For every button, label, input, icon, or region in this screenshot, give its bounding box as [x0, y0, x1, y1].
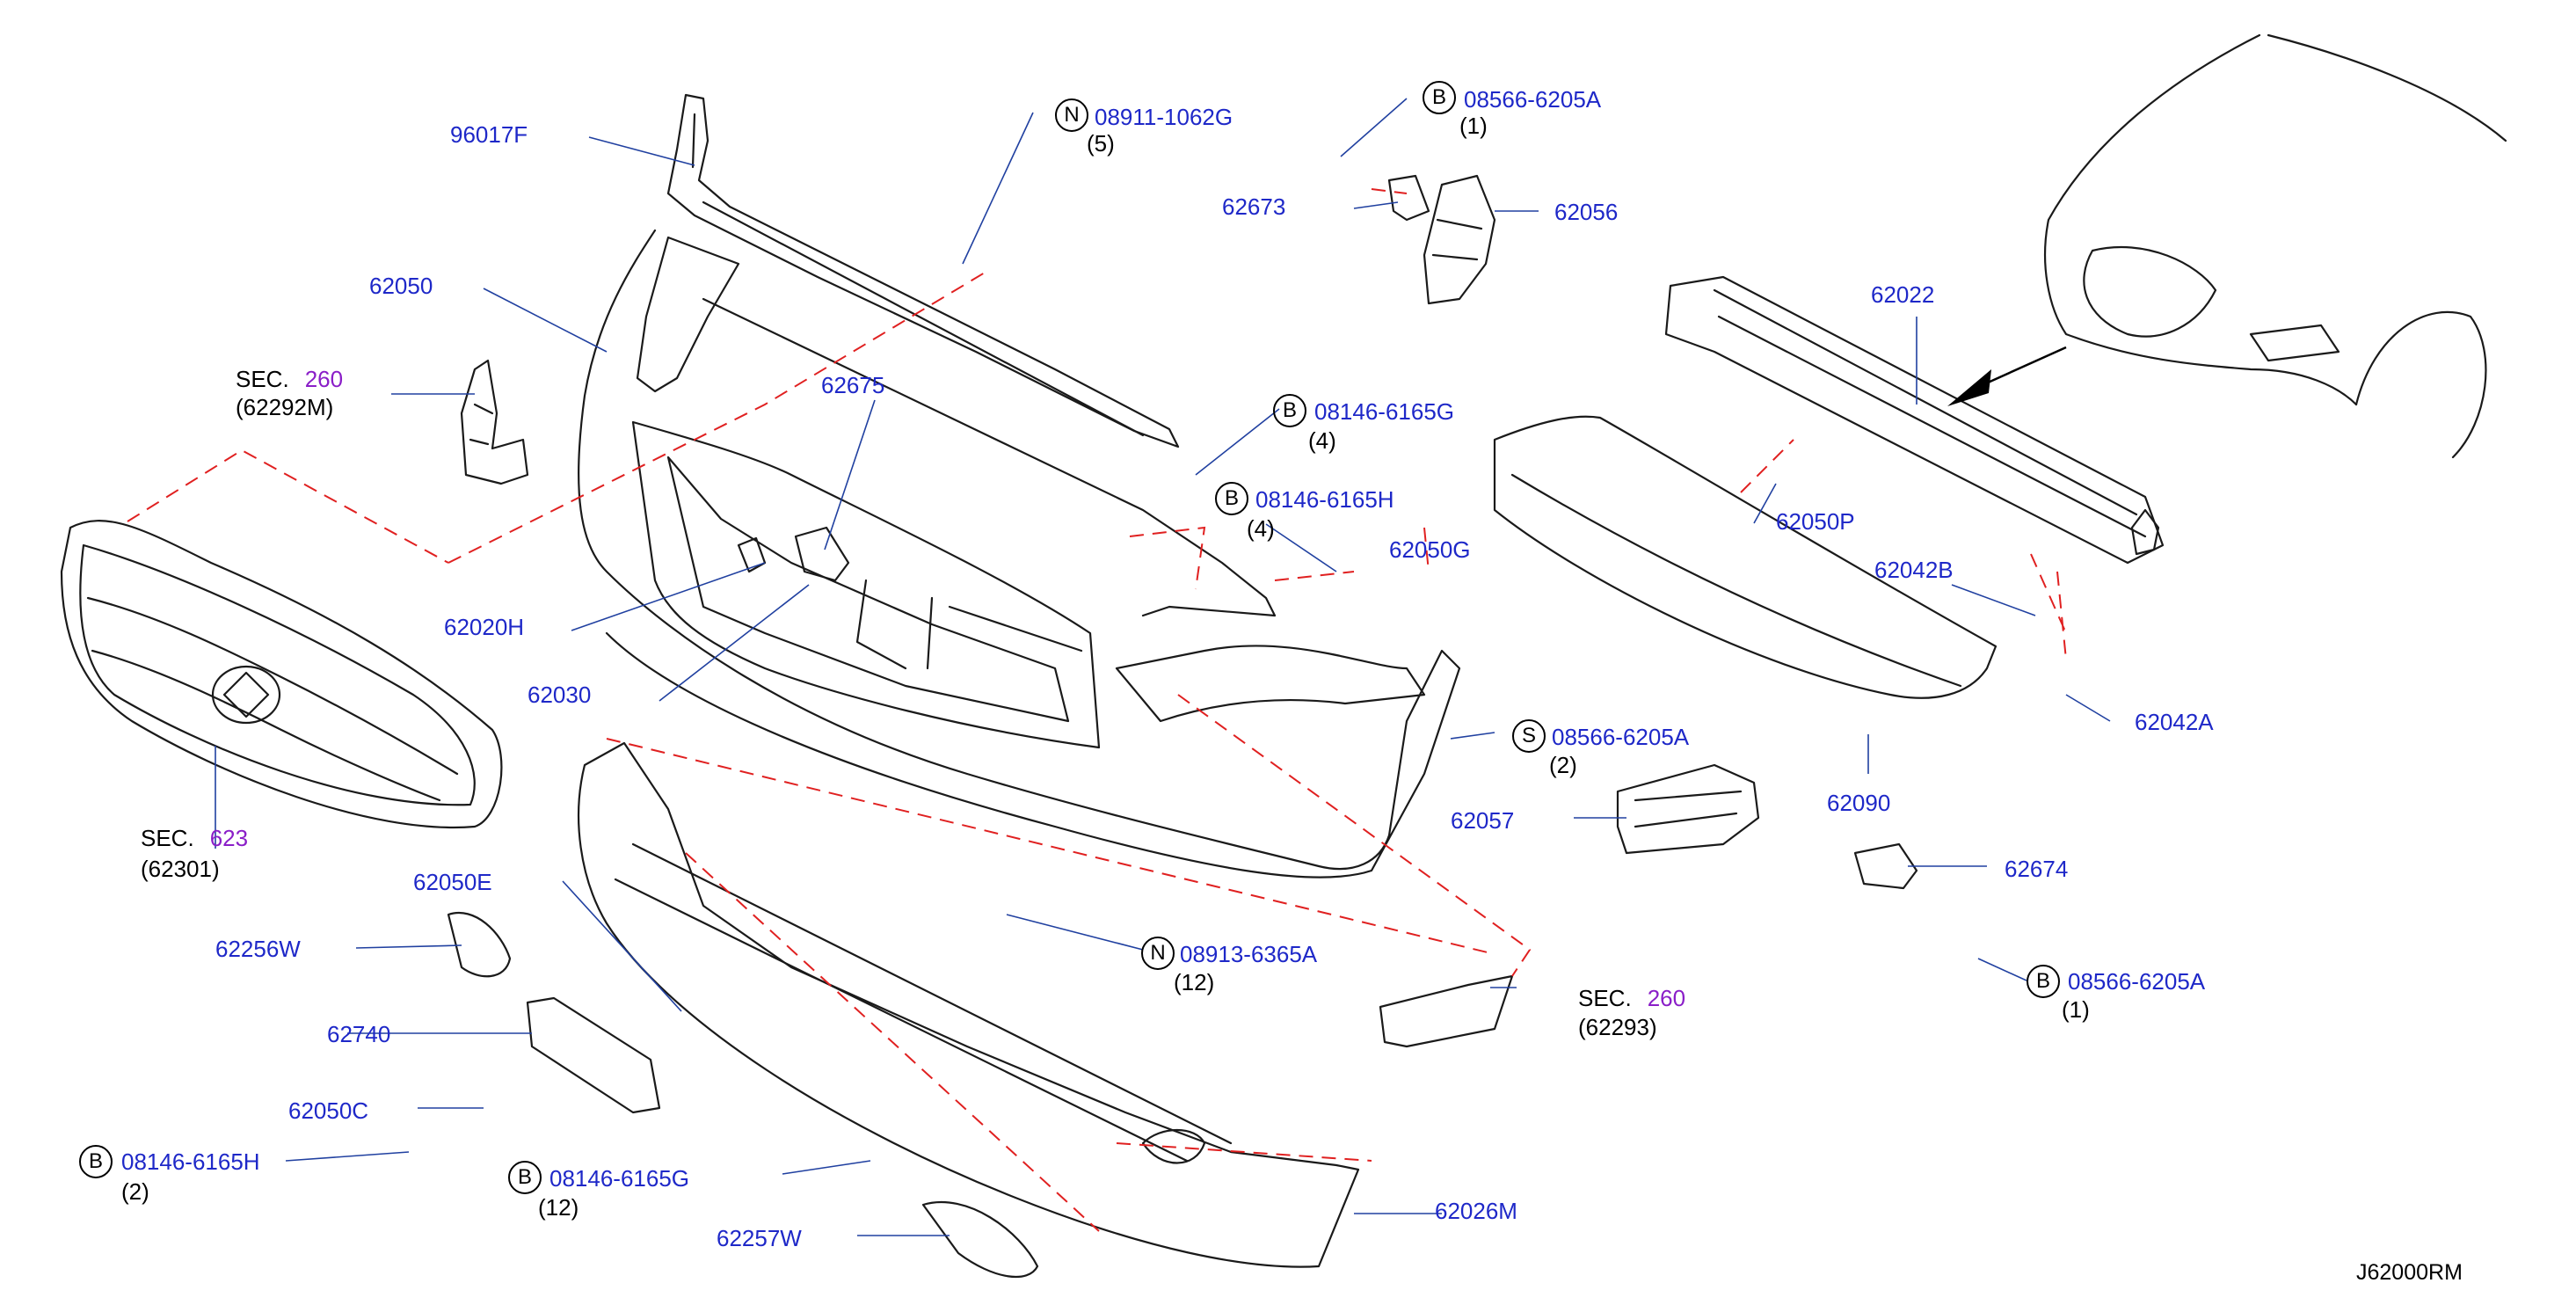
fastener-prefix-circle: N — [1141, 937, 1175, 970]
lower-bumper-drawing — [578, 741, 1360, 1268]
part-label-62026M: 62026M — [1435, 1198, 1517, 1224]
fastener-quantity: (5) — [1087, 130, 1115, 157]
fastener-part-number: 08566-6205A — [1552, 724, 1690, 750]
license-plate-bracket-drawing — [526, 996, 661, 1114]
fastener-prefix-circle: B — [1423, 81, 1456, 114]
bracket-62674-drawing — [1853, 842, 1918, 890]
fastener-part-number: 08913-6365A — [1180, 941, 1318, 967]
fastener-quantity: (4) — [1308, 427, 1336, 454]
part-label-62740: 62740 — [327, 1021, 391, 1047]
part-label-62673: 62673 — [1222, 193, 1286, 220]
fastener-prefix-circle: B — [508, 1161, 542, 1194]
part-label-62022: 62022 — [1871, 281, 1935, 308]
fastener-prefix-circle: B — [79, 1145, 113, 1178]
section-ref-number: 260 — [1647, 985, 1686, 1011]
part-label-62674: 62674 — [2005, 856, 2069, 882]
energy-absorber-drawing — [1493, 415, 1997, 699]
fastener-quantity: (12) — [1174, 969, 1215, 995]
left-bracket-62292M-drawing — [460, 359, 529, 485]
part-label-62042A: 62042A — [2135, 709, 2214, 735]
part-label-62042B: 62042B — [1874, 557, 1954, 583]
part-label-62050C: 62050C — [288, 1097, 369, 1124]
part-label-62675: 62675 — [821, 372, 885, 398]
fastener-part-number: 08146-6165H — [1255, 486, 1394, 513]
fastener-part-number: 08146-6165G — [549, 1165, 690, 1192]
grille-drawing — [60, 520, 503, 828]
section-ref-number: 260 — [304, 366, 344, 392]
section-ref-label: SEC. — [141, 825, 194, 851]
part-label-62030: 62030 — [528, 682, 592, 708]
section-ref-label: SEC. — [1578, 985, 1632, 1011]
section-ref-code: (62301) — [141, 856, 220, 882]
fastener-quantity: (12) — [538, 1194, 579, 1221]
part-label-62050P: 62050P — [1776, 508, 1855, 535]
section-ref-62293: SEC. 260 — [1578, 987, 1685, 1010]
section-ref-62292M: SEC. 260 — [236, 368, 343, 390]
fastener-part-number: 08911-1062G — [1095, 104, 1233, 130]
section-ref-code: (62292M) — [236, 394, 334, 420]
part-label-62090: 62090 — [1827, 790, 1891, 816]
section-ref-number: 623 — [209, 825, 249, 851]
bracket-62675-drawing — [794, 526, 850, 582]
part-label-62056: 62056 — [1554, 199, 1619, 225]
part-label-62057: 62057 — [1451, 807, 1515, 834]
right-bracket-62293-drawing — [1379, 974, 1514, 1048]
fastener-part-number: 08146-6165H — [121, 1148, 260, 1175]
part-label-62020H: 62020H — [444, 614, 525, 640]
view-direction-arrow — [1947, 346, 2067, 406]
fastener-part-number: 08566-6205A — [2068, 968, 2206, 995]
fog-cover-62256W-drawing — [447, 912, 512, 978]
side-bracket-62673-drawing — [1387, 174, 1430, 222]
part-label-62050E: 62050E — [413, 869, 492, 895]
side-bracket-62056-drawing — [1423, 174, 1496, 305]
section-ref-label: SEC. — [236, 366, 289, 392]
fastener-prefix-circle: N — [1055, 98, 1088, 132]
fastener-part-number: 08146-6165G — [1314, 398, 1455, 425]
bumper-fascia-drawing — [578, 229, 1461, 879]
part-label-62256W: 62256W — [215, 936, 301, 962]
fastener-quantity: (2) — [1549, 752, 1577, 778]
section-ref-62301: SEC. 623 — [141, 827, 248, 849]
reinforcement-beam-drawing — [1664, 275, 2165, 565]
section-ref-code: (62293) — [1578, 1014, 1657, 1040]
upper-trim-strip-drawing — [666, 93, 1180, 448]
fastener-prefix-circle: S — [1512, 719, 1546, 753]
fastener-prefix-circle: B — [1215, 482, 1248, 515]
fastener-quantity: (2) — [121, 1178, 149, 1205]
fastener-quantity: (1) — [2062, 996, 2090, 1023]
fastener-part-number: 08566-6205A — [1464, 86, 1602, 113]
fog-cover-62257W-drawing — [921, 1200, 1039, 1279]
vehicle-outline-drawing — [2043, 33, 2507, 459]
diagram-code: J62000RM — [2356, 1260, 2463, 1285]
part-label-62257W: 62257W — [717, 1225, 802, 1251]
part-label-96017F: 96017F — [450, 121, 528, 148]
fastener-quantity: (4) — [1247, 515, 1275, 542]
part-label-62050: 62050 — [369, 273, 433, 299]
fastener-prefix-circle: B — [2027, 965, 2060, 998]
fastener-quantity: (1) — [1459, 113, 1488, 139]
fastener-prefix-circle: B — [1273, 394, 1306, 427]
bracket-62057-drawing — [1616, 763, 1760, 855]
part-label-62050G: 62050G — [1389, 536, 1471, 563]
